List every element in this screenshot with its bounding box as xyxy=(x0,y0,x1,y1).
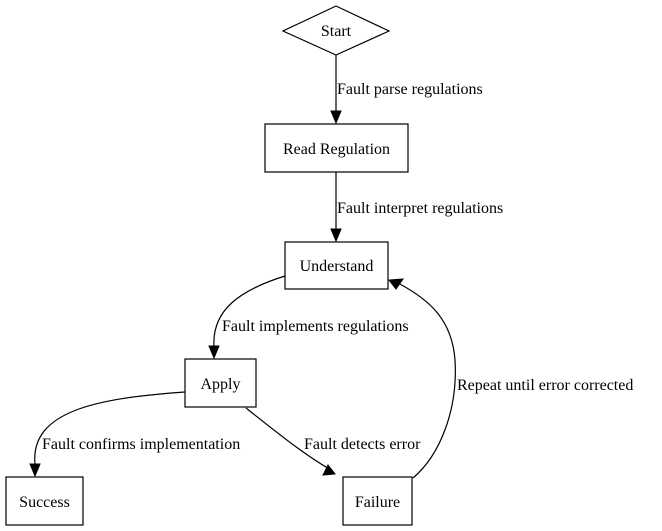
arrowhead xyxy=(322,464,336,476)
arrowhead xyxy=(29,463,41,478)
node-label-failure: Failure xyxy=(355,494,400,511)
failure-box-shape xyxy=(342,476,413,526)
edge-line xyxy=(245,407,332,471)
edge-line xyxy=(213,275,286,347)
edge-read-regulation-to-understand: Fault interpret regulations xyxy=(330,172,503,243)
edge-line xyxy=(397,282,456,479)
arrowhead xyxy=(388,278,405,290)
arrowhead xyxy=(208,345,220,360)
edge-start-to-read-regulation: Fault parse regulations xyxy=(330,49,483,125)
edge-understand-to-apply: Fault implements regulations xyxy=(208,275,409,360)
edge-label-fault-implements-regulations: Fault implements regulations xyxy=(222,318,409,335)
edge-label-fault-parse-regulations: Fault parse regulations xyxy=(337,81,483,98)
node-understand: Understand xyxy=(284,241,389,290)
node-label-success: Success xyxy=(19,494,70,511)
edge-label-repeat-until-error-corrected: Repeat until error corrected xyxy=(457,377,633,394)
node-read-regulation: Read Regulation xyxy=(264,123,409,173)
node-label-understand: Understand xyxy=(300,258,374,275)
start-diamond-shape xyxy=(281,5,391,56)
success-box-shape xyxy=(5,476,84,526)
arrowhead xyxy=(330,110,342,125)
node-label-apply: Apply xyxy=(201,376,241,393)
understand-box-shape xyxy=(284,241,389,290)
edge-failure-to-understand: Repeat until error corrected xyxy=(388,278,633,479)
edge-apply-to-success: Fault confirms implementation xyxy=(29,391,240,478)
edge-label-fault-interpret-regulations: Fault interpret regulations xyxy=(337,200,503,217)
read-regulation-box-shape xyxy=(264,123,409,173)
edge-label-fault-detects-error: Fault detects error xyxy=(304,436,421,453)
arrowhead xyxy=(330,228,342,243)
node-start: Start xyxy=(281,5,391,56)
node-label-read-regulation: Read Regulation xyxy=(283,141,390,158)
node-label-start: Start xyxy=(321,23,352,40)
edge-line xyxy=(34,391,186,465)
node-failure: Failure xyxy=(342,476,413,526)
edge-apply-to-failure: Fault detects error xyxy=(245,407,421,476)
node-success: Success xyxy=(5,476,84,526)
edge-label-fault-confirms-implementation: Fault confirms implementation xyxy=(42,436,240,453)
node-apply: Apply xyxy=(184,358,257,408)
apply-box-shape xyxy=(184,358,257,408)
